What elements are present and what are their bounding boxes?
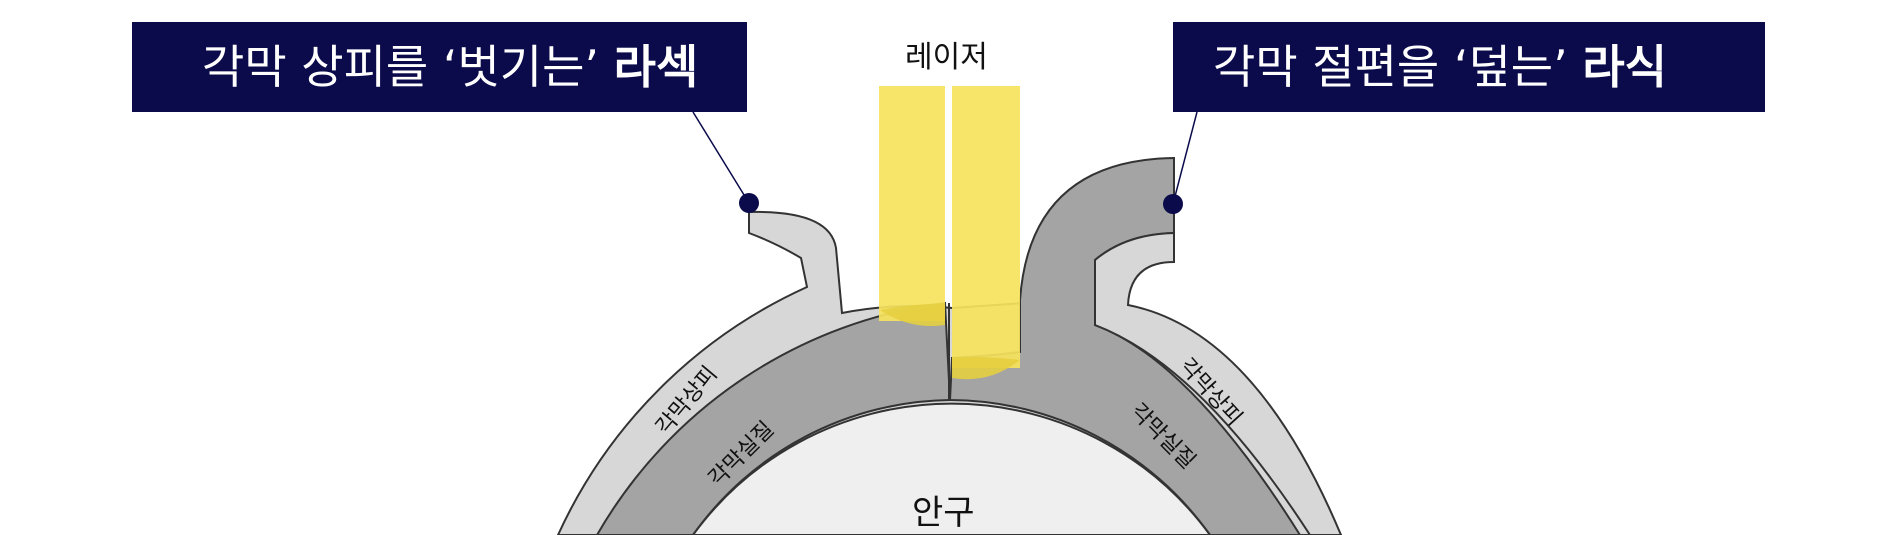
lasik-banner-bold: 라식 xyxy=(1582,40,1667,94)
aqueous-label: 안구 xyxy=(912,493,975,533)
laser-ablation-left xyxy=(880,303,945,326)
laser-ablation-right xyxy=(952,356,1020,380)
laser-beam-right xyxy=(952,86,1020,368)
lasek-banner-bold: 라섹 xyxy=(613,40,699,94)
lasek-banner-text: 각막 상피를 ‘벗기는’ xyxy=(202,40,614,94)
callout-dot-left xyxy=(739,193,759,213)
callout-line-right xyxy=(1172,111,1198,205)
laser-beam-left xyxy=(879,86,945,321)
aqueous-area xyxy=(691,402,1212,535)
laser-label: 레이저 xyxy=(905,40,988,75)
epithelium-flap xyxy=(1094,231,1343,535)
lasik-banner-text: 각막 절편을 ‘덮는’ xyxy=(1213,40,1583,94)
callout-line-left xyxy=(692,111,750,204)
callout-dot-right xyxy=(1163,194,1183,214)
lasik-banner: 각막 절편을 ‘덮는’ 라식 xyxy=(1173,22,1765,112)
lasek-banner: 각막 상피를 ‘벗기는’ 라섹 xyxy=(132,22,747,112)
